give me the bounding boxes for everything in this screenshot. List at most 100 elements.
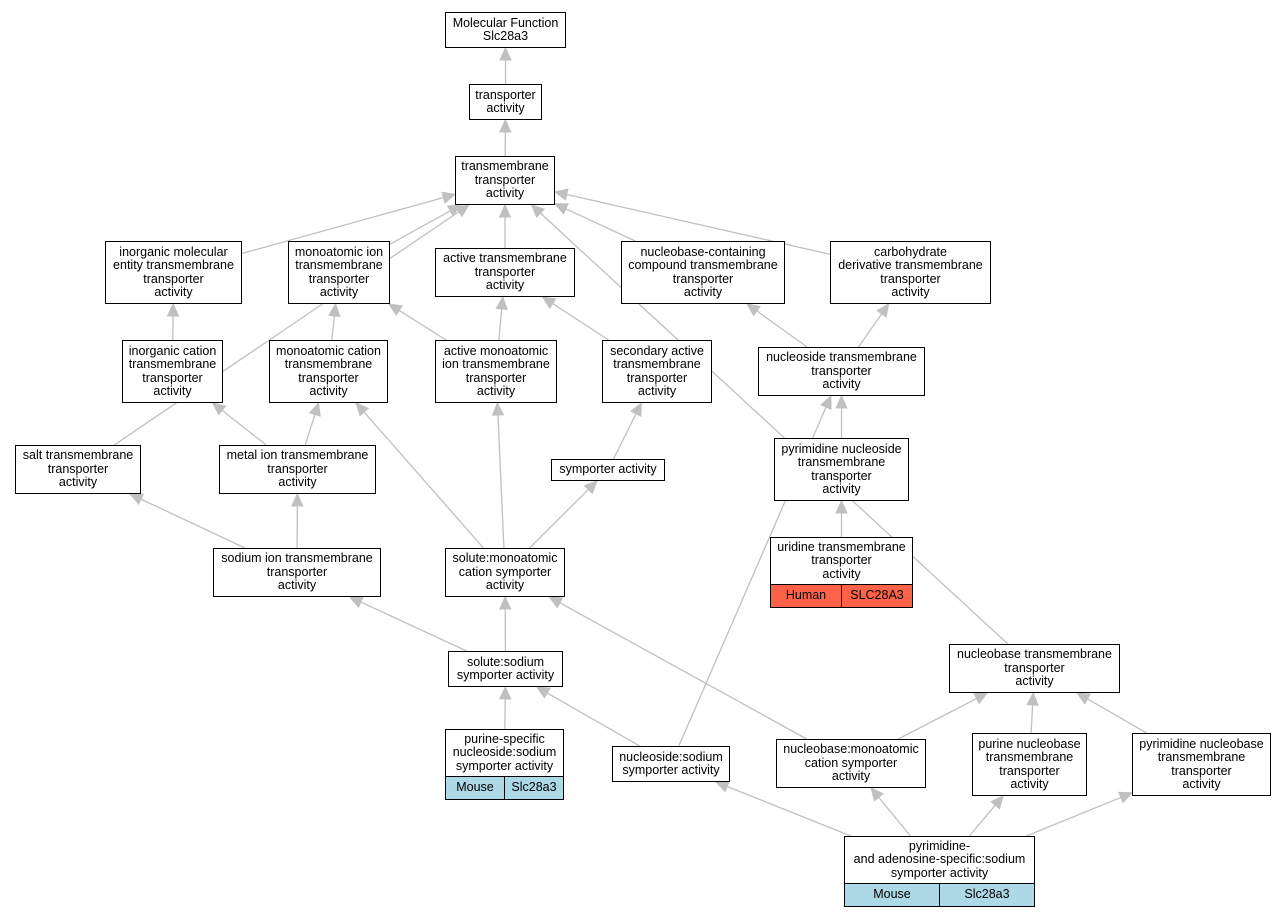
edge-pynbta-to-nbta — [1087, 698, 1148, 734]
node-label-line: transporter — [1004, 660, 1065, 675]
edge-meta-to-mcta — [304, 414, 316, 446]
arrowhead-nbta-to-tta — [530, 204, 546, 219]
node-pyrimidine-and-adenosine-specific-sodium-symporter-activity[interactable]: pyrimidine-and adenosine-specific:sodium… — [844, 836, 1035, 907]
node-label-line: symporter activity — [890, 865, 989, 880]
node-label-line: transporter — [999, 763, 1060, 778]
node-label-line: transmembrane — [1157, 750, 1246, 764]
node-label-line: purine nucleobase — [978, 736, 1081, 751]
arrowhead-ta-to-mf — [499, 46, 512, 61]
arrowhead-nss-to-nsta — [820, 394, 832, 410]
node-label-line: transmembrane — [128, 357, 217, 371]
species-badge: Mouse — [456, 780, 494, 795]
arrowhead-pynbta-to-nbta — [1076, 692, 1092, 705]
node-label-line: monoatomic ion — [294, 244, 384, 259]
edge-sita-to-salt — [140, 498, 246, 549]
node-label-line: transporter — [266, 564, 328, 579]
node-label-line: transporter — [267, 461, 328, 476]
arrowhead-imetta-to-tta — [441, 191, 457, 204]
edge-nsta-to-cdtta — [858, 313, 883, 348]
node-label-line: active monoatomic — [443, 343, 549, 358]
arrowhead-uta-to-pnta — [835, 499, 848, 514]
edge-sss-to-sita — [360, 601, 467, 652]
arrowhead-psns-to-sss — [498, 685, 512, 700]
node-label-line: symporter activity — [559, 462, 657, 477]
arrowhead-nsta-to-cdtta — [876, 303, 890, 318]
edge-nbmcs-to-nbta — [898, 697, 977, 740]
edge-imetta-to-tta — [241, 196, 444, 255]
node-label-line: transporter — [626, 370, 688, 385]
arrowhead-tta-to-ta — [499, 118, 512, 133]
node-symporter-activity[interactable]: symporter activity — [551, 459, 665, 481]
node-label-line: transporter — [47, 461, 109, 476]
arrowhead-sita-to-meta — [291, 492, 304, 507]
node-label-line: transporter — [811, 468, 872, 483]
species-badge: Human — [785, 588, 827, 603]
species-badge: Mouse — [873, 887, 911, 902]
node-label-line: transmembrane — [295, 258, 383, 272]
edge-pass-to-pnbta — [968, 804, 996, 837]
node-label-line: activity — [1010, 777, 1049, 791]
arrowhead-nss-to-sss — [535, 686, 551, 699]
edge-nbmcs-to-smcs — [559, 602, 807, 740]
node-label-line: activity — [485, 278, 525, 293]
edge-nbta-to-tta — [539, 212, 1009, 645]
edge-nss-to-sss — [546, 692, 640, 747]
node-label-line: transporter — [474, 172, 536, 187]
node-label-line: symporter activity — [622, 763, 720, 777]
node-label-line: salt transmembrane — [22, 448, 134, 463]
arrowhead-smcs-to-sym — [583, 480, 598, 495]
node-label-line: pyrimidine- — [908, 838, 971, 853]
arrowhead-smcs-to-mcta — [355, 402, 370, 417]
node-label-line: active transmembrane — [443, 251, 567, 266]
node-label-line: transporter — [143, 271, 204, 286]
node-label-line: activity — [309, 384, 348, 398]
node-label-line: transporter — [142, 370, 203, 385]
node-label-line: transporter — [672, 271, 734, 286]
node-label-line: activity — [153, 384, 192, 398]
node-label-line: inorganic molecular — [119, 244, 228, 259]
node-label-line: nucleoside transmembrane — [766, 350, 917, 365]
edge-smcs-to-mcta — [363, 411, 484, 549]
node-label-line: transmembrane — [797, 455, 886, 469]
node-label-line: Slc28a3 — [482, 29, 529, 43]
node-label-line: nucleoside:sodium — [452, 745, 557, 760]
node-label-line: activity — [476, 384, 516, 398]
node-label-line: activity — [319, 285, 359, 299]
node-label-line: transporter — [474, 264, 536, 279]
node-label-line: Molecular Function — [452, 15, 559, 30]
gene-badge: SLC28A3 — [841, 585, 912, 607]
node-label-line: activity — [1182, 777, 1221, 791]
node-label-line: activity — [891, 285, 930, 299]
node-label-line: nucleobase-containing — [640, 244, 766, 259]
arrowhead-nbmcs-to-smcs — [548, 596, 564, 609]
node-label-line: activity — [683, 285, 723, 299]
arrowhead-pass-to-nss — [714, 780, 730, 793]
